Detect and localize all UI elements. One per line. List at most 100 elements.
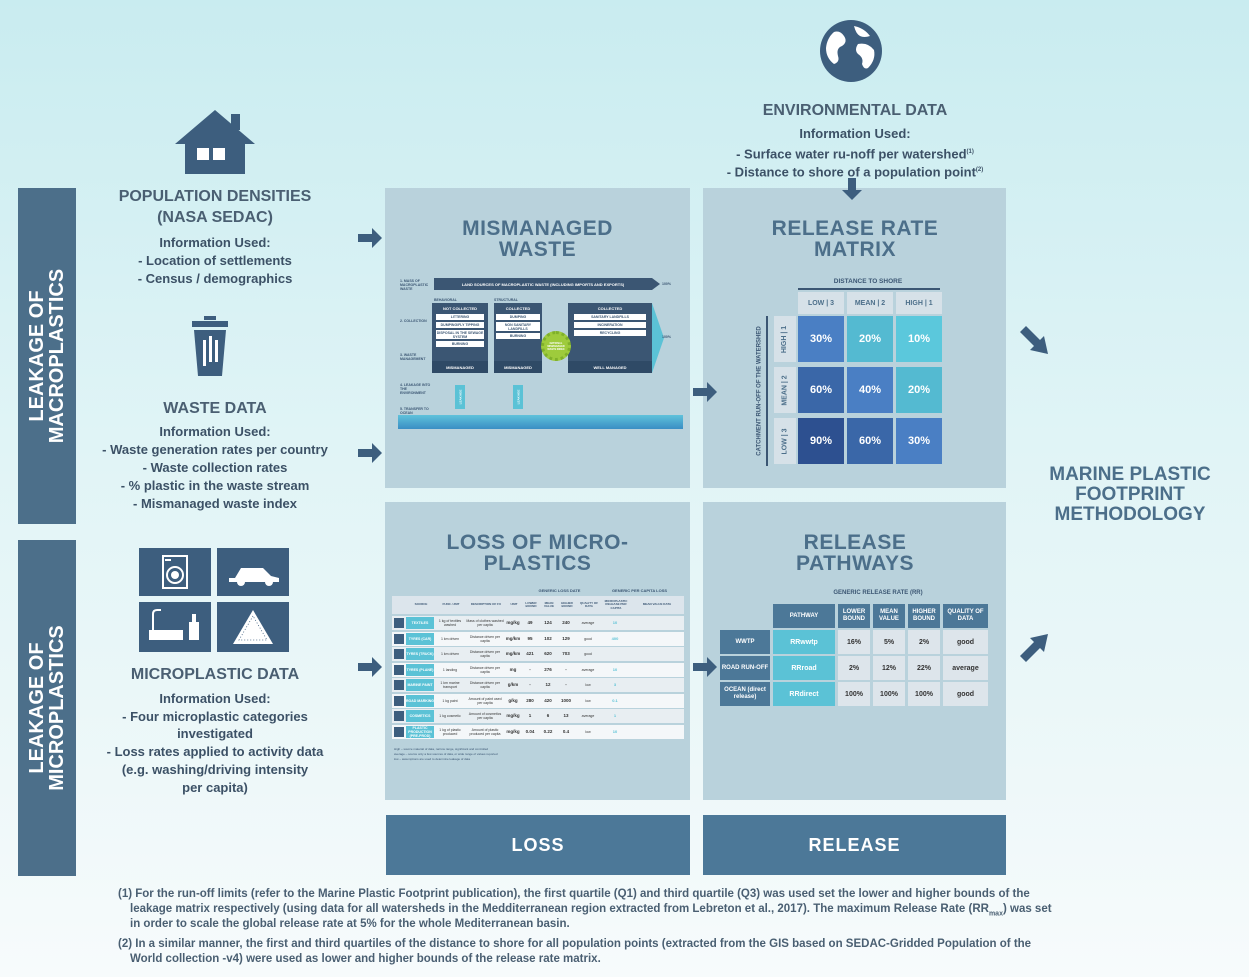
mw-collected-item: DUMPING (496, 314, 540, 320)
footnote-1: (1) For the run-off limits (refer to the… (118, 888, 1030, 900)
table-group-header: GENERIC LOSS DATE (538, 588, 581, 593)
table-cell: Mass of clothes washed per capita (466, 619, 504, 627)
mw-not-collected: NOT COLLECTED (436, 305, 484, 312)
table-cell: 10 (612, 728, 618, 734)
matrix-cell: 20% (847, 316, 893, 362)
mw-mismanaged-1: MISMANAGED (432, 361, 488, 373)
table-header-cell: MICROPLASTIC RELEASE PER CAPITA (604, 598, 628, 610)
right-arrow-icon (693, 657, 717, 677)
right-arrow-icon (358, 228, 382, 248)
matrix-cell: 90% (798, 418, 844, 464)
matrix-side-rule (766, 316, 768, 466)
mw-collected-item: INCINERATION (574, 322, 646, 328)
mw-top-bar: LAND SOURCES OF MACROPLASTIC WASTE (INCL… (434, 278, 652, 290)
matrix-top-label: DISTANCE TO SHORE (833, 278, 903, 285)
environmental-data-title: ENVIRONMENTAL DATA (762, 102, 948, 119)
table-cell: mg/km (505, 635, 521, 641)
mw-row-label: 1. MASS OF MACROPLASTIC WASTE (400, 279, 429, 291)
table-cell: average (581, 667, 595, 672)
table-cell: Amount of paint used per capita (468, 696, 502, 705)
env-info-label: Information Used: (799, 126, 911, 141)
table-cell: Amount of cosmetics per capita (468, 712, 502, 720)
pathways-cell: 5% (873, 630, 905, 654)
waste-item: - Mismanaged waste index (133, 496, 297, 511)
mw-not-collected-item: DUMPING/FLY TIPPING (436, 322, 484, 328)
release-bar: RELEASE (703, 815, 1006, 875)
pathways-row-label: WWTP (720, 630, 770, 654)
table-cell: Distance driven per capita (469, 634, 501, 643)
population-item: - Location of settlements (138, 253, 292, 268)
table-cell: 0.22 (543, 728, 553, 734)
mw-collected: COLLECTED (496, 305, 540, 312)
footnote-1-line3: in order to scale the global release rat… (130, 918, 570, 930)
pathways-cell: average (943, 656, 988, 680)
table-cell: - (529, 666, 531, 672)
micro-item: - Four microplastic categories (122, 709, 308, 724)
env-item-text: - Surface water ru-noff per watershed (736, 146, 967, 162)
table-cell: 49 (527, 620, 533, 625)
matrix-cell: 60% (798, 367, 844, 413)
pathways-cell: 100% (838, 682, 870, 706)
table-source-cell: TYRES (CAR) (406, 632, 434, 645)
table-cell: 129 (562, 635, 570, 641)
table-cell: g/kg (508, 697, 518, 703)
table-cell: average (581, 621, 595, 625)
waste-item: - % plastic in the waste stream (120, 478, 310, 493)
waste-item: - Waste collection rates (142, 460, 288, 475)
trash-bin-icon (192, 316, 228, 376)
micro-item: - Loss rates applied to activity data (106, 744, 324, 759)
env-item-text: - Distance to shore of a population poin… (726, 164, 976, 180)
mw-behavioral-label: BEHAVIORAL (434, 298, 457, 302)
pathways-cell: 12% (873, 656, 905, 680)
leak-bar-2: LEAKAGE (513, 385, 523, 409)
footnote-1-line2: leakage matrix respectively (using data … (118, 902, 1243, 921)
table-cell: Amount of plastic produced per capita (469, 727, 501, 736)
mw-row-label: 4. LEAKAGE INTO THE ENVIRONMENT (400, 383, 431, 395)
washing-machine-icon (139, 548, 211, 596)
mw-collected-item: NON SANITARY LANDFILLS (496, 322, 540, 331)
release-rate-matrix: DISTANCE TO SHORE LOW | 3 MEAN | 2 HIGH … (757, 276, 948, 466)
mw-collected-item: SANITARY LANDFILLS (574, 314, 646, 320)
matrix-top-rule (798, 288, 940, 290)
table-cell: - (529, 682, 531, 687)
pathways-row-name: RRwwtp (773, 630, 835, 654)
pathways-cell: good (943, 630, 988, 654)
matrix-col-header: MEAN | 2 (847, 292, 893, 314)
waste-info-label: Information Used: (159, 424, 271, 439)
diagonal-arrow-up-icon (1020, 634, 1048, 662)
table-cell: good (584, 652, 592, 656)
table-header-cell: LOWER BOUND (525, 600, 537, 608)
mw-row-label: 3. WASTE MANAGEMENT (400, 353, 426, 361)
table-legend-line: low – assumptions are used to determine … (394, 757, 471, 761)
pathways-cell: 100% (873, 682, 905, 706)
source-icon (394, 711, 404, 721)
matrix-row-header: MEAN | 2 (774, 367, 796, 413)
table-cell: 0.4 (562, 728, 570, 734)
table-cell: 3 (613, 682, 617, 687)
side-label-micro: LEAKAGE OF MICROPLASTICS (26, 625, 68, 791)
env-item: - Distance to shore of a population poin… (690, 161, 1020, 181)
table-cell: mg/km (505, 651, 521, 656)
pathways-title: GENERIC RELEASE RATE (RR) (833, 590, 923, 596)
table-cell: low (585, 698, 591, 703)
env-item: - Surface water ru-noff per watershed(1) (690, 143, 1020, 163)
methodology-title: MARINE PLASTIC FOOTPRINT METHODOLOGY (1049, 464, 1211, 525)
table-cell: 420 (544, 697, 552, 703)
pathways-cell: 100% (908, 682, 940, 706)
microplastic-icon-grid (139, 548, 291, 652)
source-icon (394, 664, 404, 675)
microplastic-loss-table: GENERIC LOSS DATE GENERIC PER CAPITA LOS… (392, 588, 684, 768)
matrix-row-header-text: HIGH | 1 (781, 325, 789, 353)
population-info-label: Information Used: (159, 235, 271, 250)
matrix-row-header-text: LOW | 3 (781, 427, 789, 455)
footnote-2-line2: World collection -v4) were used as lower… (130, 953, 601, 965)
table-cell: 13 (563, 713, 569, 718)
pathways-cell: 16% (838, 630, 870, 654)
table-cell: 1 km driven (440, 652, 460, 656)
right-arrow-icon (358, 443, 382, 463)
source-icon (394, 680, 404, 690)
table-cell: 95 (527, 635, 533, 641)
